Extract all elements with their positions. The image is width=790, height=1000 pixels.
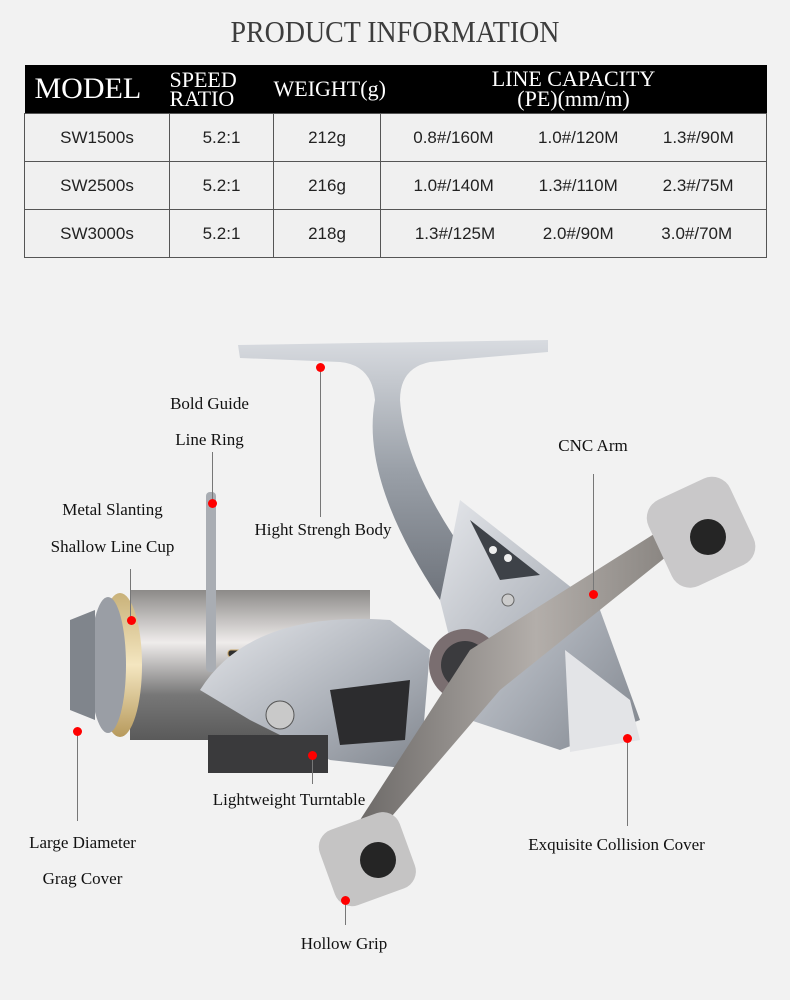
leader-body	[320, 367, 321, 517]
marker-dot	[308, 751, 317, 760]
callout-metal-slanting: Metal Slanting	[62, 500, 163, 519]
header-line-capacity: LINE CAPACITY(PE)(mm/m)	[380, 65, 767, 114]
callout-body: Hight Strengh Body	[254, 520, 392, 539]
callout-drag-cover: Grag Cover	[42, 869, 123, 888]
marker-dot	[623, 734, 632, 743]
callout-shallow-line-cup: Shallow Line Cup	[50, 537, 175, 556]
callout-hollow-grip: Hollow Grip	[300, 934, 388, 953]
leader-guide-ring	[212, 452, 213, 502]
leader-cnc-arm	[593, 474, 594, 594]
marker-dot	[208, 499, 217, 508]
leader-line-cup	[130, 569, 131, 619]
cell-ratio: 5.2:1	[169, 161, 274, 210]
callout-large-diameter: Large Diameter	[29, 833, 136, 852]
leader-grip	[345, 900, 346, 925]
cell-ratio: 5.2:1	[169, 209, 274, 258]
marker-dot	[316, 363, 325, 372]
page-title: PRODUCT INFORMATION	[230, 14, 560, 49]
leader-collision	[627, 738, 628, 826]
leader-drag	[77, 731, 78, 821]
leader-turntable	[312, 756, 313, 784]
callout-cnc-arm: CNC Arm	[558, 436, 628, 455]
cell-model: SW3000s	[24, 209, 170, 258]
cell-model: SW2500s	[24, 161, 170, 210]
header-model: MODEL	[24, 65, 170, 114]
header-weight: WEIGHT(g)	[273, 65, 386, 114]
callout-bold-guide: Bold Guide	[170, 394, 249, 413]
marker-dot	[73, 727, 82, 736]
marker-dot	[341, 896, 350, 905]
callout-collision-cover: Exquisite Collision Cover	[528, 835, 705, 854]
callout-turntable: Lightweight Turntable	[212, 790, 366, 809]
marker-dot	[589, 590, 598, 599]
marker-dot	[127, 616, 136, 625]
cell-weight: 218g	[273, 209, 381, 258]
cell-weight: 212g	[273, 113, 381, 162]
callout-line-ring: Line Ring	[175, 430, 244, 449]
